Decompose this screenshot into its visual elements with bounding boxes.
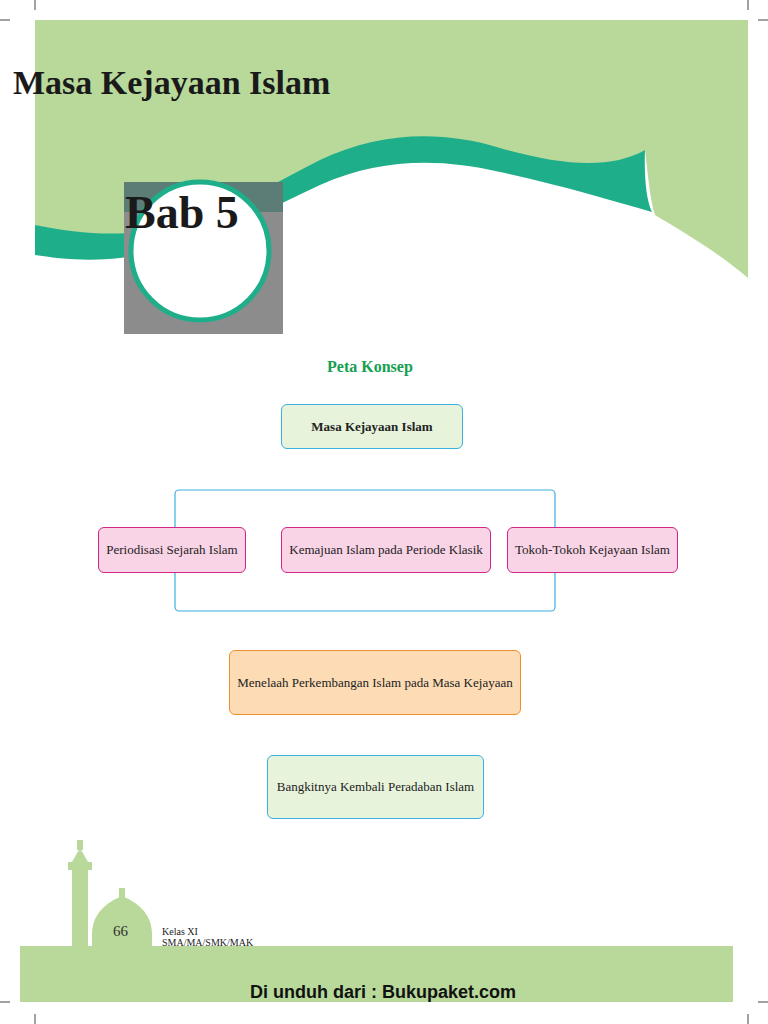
map-heading: Peta Konsep [327, 358, 413, 376]
box-text: Bangkitnya Kembali Peradaban Islam [277, 779, 474, 795]
subtopic-box: Tokoh-Tokoh Kejayaan Islam [507, 527, 678, 573]
mosque-silhouette [68, 840, 152, 948]
subtopic-box: Kemajuan Islam pada Periode Klasik [281, 527, 491, 573]
box-text: Periodisasi Sejarah Islam [106, 542, 237, 558]
main-topic-box: Masa Kejayaan Islam [281, 404, 463, 449]
class-note: Kelas XI SMA/MA/SMK/MAK [162, 926, 272, 948]
box-text: Menelaah Perkembangan Islam pada Masa Ke… [237, 675, 512, 691]
box-text: Masa Kejayaan Islam [311, 419, 432, 435]
subtopic-box: Periodisasi Sejarah Islam [98, 527, 246, 573]
summary-box: Bangkitnya Kembali Peradaban Islam [267, 755, 484, 819]
grey-square [124, 182, 283, 334]
footer-step [20, 962, 150, 966]
page-number: 66 [113, 923, 128, 940]
activity-box: Menelaah Perkembangan Islam pada Masa Ke… [229, 650, 521, 715]
box-text: Tokoh-Tokoh Kejayaan Islam [515, 542, 670, 558]
chapter-label: Bab 5 [125, 186, 239, 239]
page-title: Masa Kejayaan Islam [13, 64, 330, 102]
box-text: Kemajuan Islam pada Periode Klasik [289, 542, 483, 558]
footer-bar [20, 946, 733, 1002]
download-note: Di unduh dari : Bukupaket.com [250, 982, 516, 1003]
